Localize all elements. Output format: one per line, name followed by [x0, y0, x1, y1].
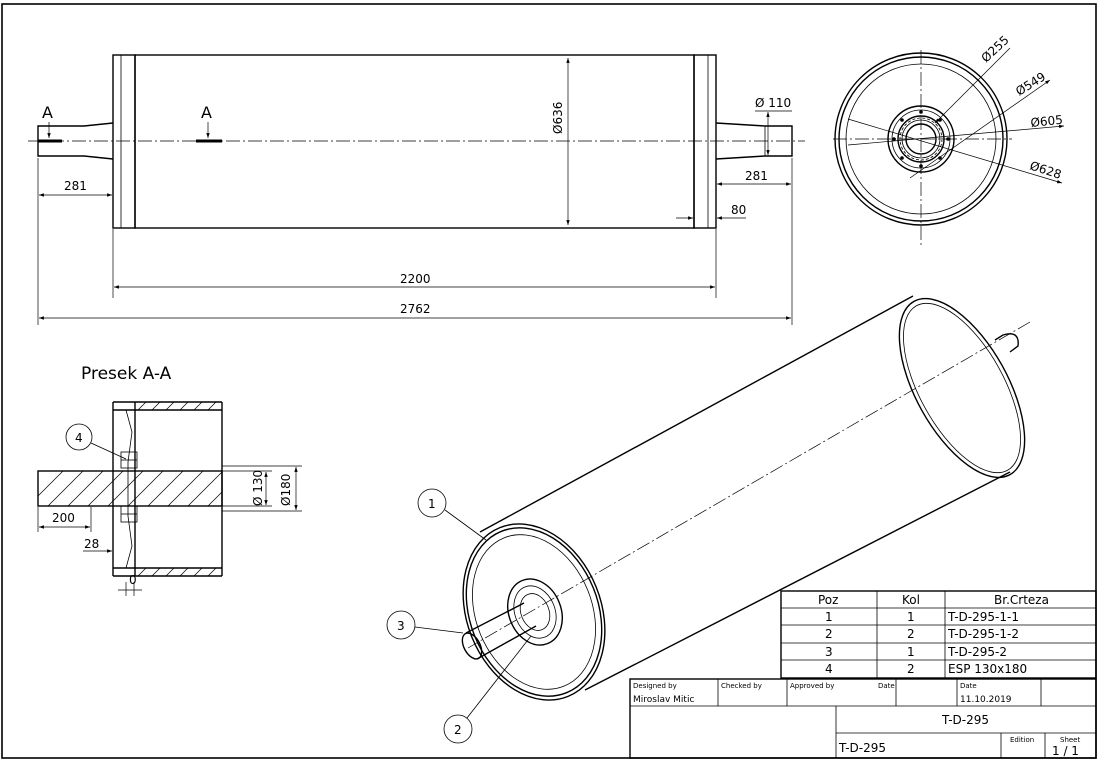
section-title: Presek A-A	[81, 364, 172, 384]
title-block: Designed by Miroslav Mitic Checked by Ap…	[629, 678, 1097, 759]
isometric-view: 1 3 2	[386, 295, 1031, 744]
parts-cell: 4	[825, 662, 833, 676]
balloon-2: 2	[454, 723, 462, 737]
dim-section-zero: 0	[129, 573, 137, 587]
dim-body-diameter: Ø636	[551, 102, 565, 134]
parts-cell: 2	[907, 627, 915, 641]
parts-header-drawing: Br.Crteza	[994, 593, 1049, 607]
dim-overall-length: 2762	[400, 302, 431, 316]
parts-list: Poz Kol Br.Crteza 1 1 T-D-295-1-1 2 2 T-…	[780, 590, 1097, 679]
dim-section-d2: Ø180	[279, 474, 293, 506]
balloon-3: 3	[397, 619, 405, 633]
parts-cell: T-D-295-1-1	[947, 610, 1019, 624]
dim-shaft-diameter: Ø 110	[755, 96, 791, 110]
dim-section-len2: 28	[84, 537, 99, 551]
drawing-title: T-D-295	[941, 713, 989, 727]
label-designed-by: Designed by	[633, 682, 677, 690]
dim-section-len1: 200	[52, 511, 75, 525]
sheet-value: 1 / 1	[1052, 744, 1079, 758]
label-date-1: Date	[878, 682, 895, 690]
parts-cell: ESP 130x180	[948, 662, 1027, 676]
label-edition: Edition	[1010, 736, 1034, 744]
balloon-4: 4	[75, 431, 83, 445]
front-view: A A Ø636 Ø 110 281 281 80 2200 2762	[28, 54, 805, 325]
parts-cell: 3	[825, 645, 833, 659]
dim-end-d2: Ø549	[1013, 70, 1048, 99]
date-value: 11.10.2019	[960, 695, 1012, 705]
dim-end-d1: Ø255	[978, 33, 1011, 65]
parts-cell: 1	[907, 610, 915, 624]
parts-cell: 1	[907, 645, 915, 659]
dim-shaft-length-left: 281	[64, 179, 87, 193]
section-view: Presek A-A	[37, 364, 302, 596]
label-checked-by: Checked by	[721, 682, 762, 690]
parts-cell: 2	[825, 627, 833, 641]
sheet-border	[1, 3, 1097, 759]
dim-shaft-length-right: 281	[745, 169, 768, 183]
parts-header-poz: Poz	[818, 593, 838, 607]
label-approved-by: Approved by	[790, 682, 834, 690]
dim-end-d3: Ø605	[1030, 113, 1064, 130]
parts-cell: T-D-295-1-2	[947, 627, 1019, 641]
label-sheet: Sheet	[1060, 736, 1080, 744]
parts-header-kol: Kol	[902, 593, 920, 607]
parts-cell: T-D-295-2	[947, 645, 1007, 659]
section-marker-right: A	[201, 103, 212, 122]
drawing-number: T-D-295	[838, 741, 886, 755]
parts-cell: 2	[907, 662, 915, 676]
label-date-2: Date	[960, 682, 977, 690]
dim-body-length: 2200	[400, 272, 431, 286]
designed-by-value: Miroslav Mitic	[633, 695, 694, 705]
parts-cell: 1	[825, 610, 833, 624]
section-marker-left: A	[42, 103, 53, 122]
balloon-1: 1	[428, 497, 436, 511]
dim-section-d1: Ø 130	[251, 470, 265, 506]
end-view: Ø255 Ø549 Ø605 Ø628	[833, 33, 1065, 248]
dim-flange-width: 80	[731, 203, 746, 217]
